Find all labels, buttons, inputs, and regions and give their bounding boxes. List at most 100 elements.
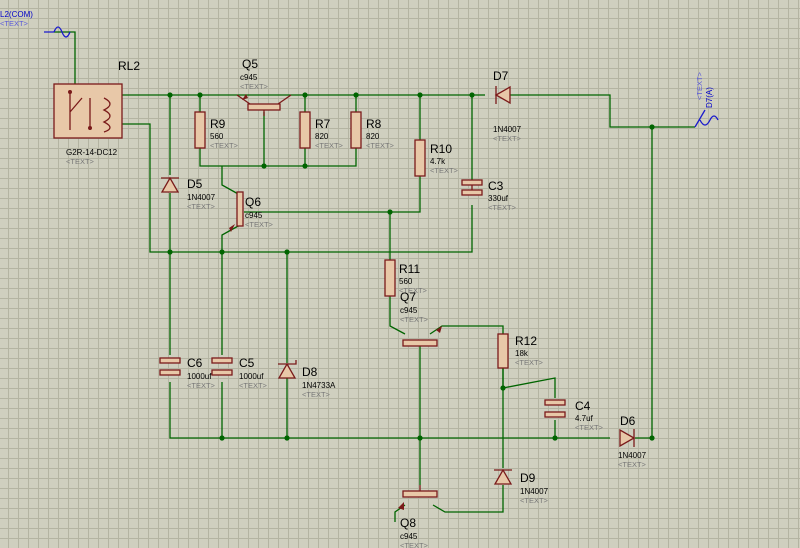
terminal-d7a[interactable]: D7(A) <TEXT> [694,71,719,128]
q6-ref: Q6 [245,195,261,209]
q6-value: c945 [245,211,263,220]
diode-d9[interactable]: D9 1N4007 <TEXT> [493,468,549,505]
transistor-body [247,103,281,111]
transistor-q7[interactable]: Q7 c945 <TEXT> [400,290,442,347]
terminal-d7a-text: <TEXT> [695,71,704,100]
relay-rl2[interactable]: RL2 G2R-14-DC12 <TEXT> [53,59,140,166]
d8-value: 1N4733A [302,381,336,390]
junction [261,163,267,169]
wire-right-rail [635,127,653,439]
r12-text: <TEXT> [515,358,544,367]
junction [552,435,558,441]
diode-d6[interactable]: D6 1N4007 <TEXT> [618,414,647,469]
junction [417,92,423,98]
c3-text: <TEXT> [488,203,517,212]
capacitor-c6[interactable]: C6 1000uf <TEXT> [159,356,216,390]
d9-text: <TEXT> [520,496,549,505]
q7-value: c945 [400,306,418,315]
d6-text: <TEXT> [618,460,647,469]
d9-ref: D9 [520,471,536,485]
diode-triangle [277,362,297,379]
capacitor-plate [544,411,566,418]
c6-ref: C6 [187,356,203,370]
junction [284,249,290,255]
q7-text: <TEXT> [400,315,429,324]
capacitor-c5[interactable]: C5 1000uf <TEXT> [211,356,268,390]
wires [54,31,695,522]
d6-ref: D6 [620,414,636,428]
terminal-d7a-label: D7(A) [705,87,714,108]
r11-ref: R11 [399,262,420,276]
resistor-body [194,111,206,149]
relay-contact-icon [68,90,72,94]
capacitor-plate [544,399,566,406]
capacitor-plate [461,189,483,196]
c4-text: <TEXT> [575,423,604,432]
capacitor-plate [461,179,483,186]
wire-d9-bot [432,485,504,513]
emitter-arrow-icon [242,94,248,100]
junction [302,163,308,169]
d7-ref: D7 [493,69,509,83]
r10-value: 4.7k [430,157,446,166]
sine-icon [44,26,71,38]
q6-text: <TEXT> [245,220,274,229]
capacitor-plate [159,369,181,376]
wire-q6-emitter [221,224,241,355]
transistor-q5[interactable]: Q5 c945 <TEXT> [236,57,292,116]
r12-value: 18k [515,349,529,358]
transistor-body [402,339,438,347]
diode-d5[interactable]: D5 1N4007 <TEXT> [160,176,216,211]
capacitor-c3[interactable]: C3 330uf <TEXT> [461,179,517,212]
d8-text: <TEXT> [302,390,331,399]
c5-text: <TEXT> [239,381,268,390]
wire-q6-collector [221,166,241,196]
capacitor-plate [211,369,233,376]
wire-r11-bot [389,296,406,335]
q5-ref: Q5 [242,57,258,71]
junction [219,435,225,441]
resistor-r7[interactable]: R7 820 <TEXT> [299,111,344,150]
diode-triangle [160,176,180,193]
terminal-com[interactable]: L2(COM) <TEXT> [0,10,71,38]
diode-d7[interactable]: D7 1N4007 <TEXT> [493,69,522,143]
resistor-body [350,111,362,149]
resistor-r8[interactable]: R8 820 <TEXT> [350,111,395,150]
transistor-q6[interactable]: Q6 c945 <TEXT> [229,191,274,232]
resistor-r12[interactable]: R12 18k <TEXT> [497,333,544,369]
resistor-body [414,139,426,177]
c5-ref: C5 [239,356,255,370]
junction [649,124,655,130]
r9-value: 560 [210,132,224,141]
relay-contact-icon [88,126,92,130]
q5-value: c945 [240,73,258,82]
c3-ref: C3 [488,179,504,193]
resistor-r9[interactable]: R9 560 <TEXT> [194,111,239,150]
c3-value: 330uf [488,194,509,203]
r12-ref: R12 [515,334,537,348]
capacitor-c4[interactable]: C4 4.7uf <TEXT> [544,399,604,432]
c6-value: 1000uf [187,372,212,381]
resistor-r10[interactable]: R10 4.7k <TEXT> [414,139,459,177]
transistor-q8[interactable]: Q8 c945 <TEXT> [398,485,438,548]
resistor-r11[interactable]: R11 560 <TEXT> [384,259,428,297]
junction [197,92,203,98]
wire-c4-top [502,368,556,398]
capacitor-plate [211,357,233,364]
q7-ref: Q7 [400,290,416,304]
q8-value: c945 [400,532,418,541]
diode-d8[interactable]: D8 1N4733A <TEXT> [277,360,336,399]
transistor-body [236,191,244,227]
junctions [167,92,655,441]
diode-bar [278,360,297,365]
wire-d7-anode [510,94,695,128]
junction [167,92,173,98]
terminal-com-label: L2(COM) [0,10,33,19]
r9-text: <TEXT> [210,141,239,150]
d8-ref: D8 [302,365,318,379]
junction [353,92,359,98]
r8-ref: R8 [366,117,382,131]
r11-value: 560 [399,277,413,286]
